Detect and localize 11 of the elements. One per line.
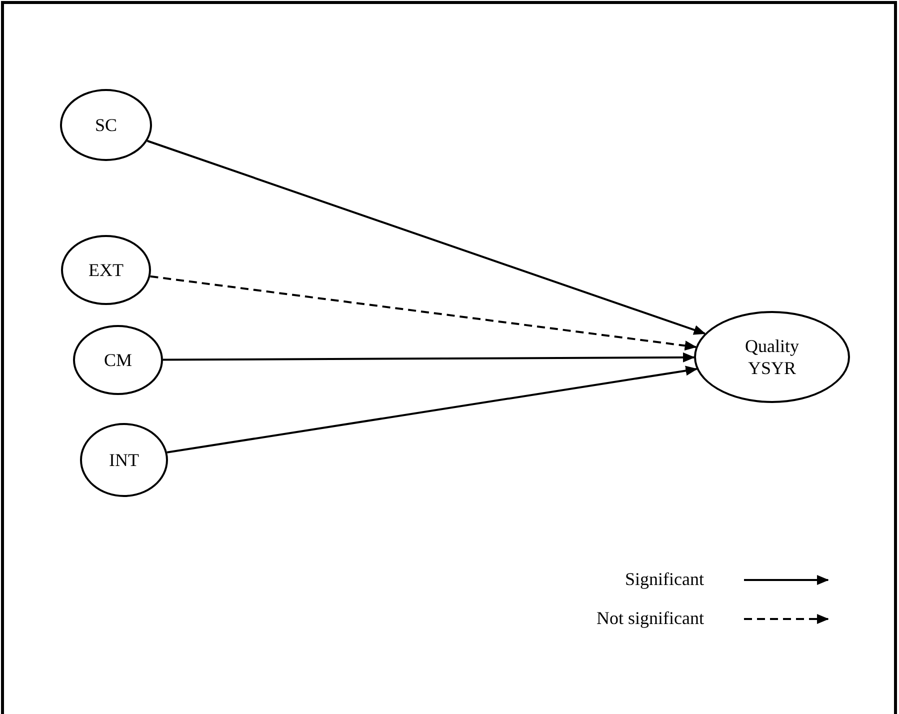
legend-label: Significant	[625, 568, 704, 591]
variable-label: EXT	[88, 259, 124, 281]
variable-label: CM	[104, 349, 132, 371]
variable-label: INT	[109, 449, 139, 471]
legend-label: Not significant	[596, 607, 704, 630]
variable-label: SC	[94, 114, 118, 136]
arrow	[166, 366, 698, 454]
arrow	[146, 140, 706, 335]
variable-label: Quality YSYR	[744, 335, 800, 379]
arrow	[163, 352, 695, 362]
arrow	[150, 275, 697, 351]
